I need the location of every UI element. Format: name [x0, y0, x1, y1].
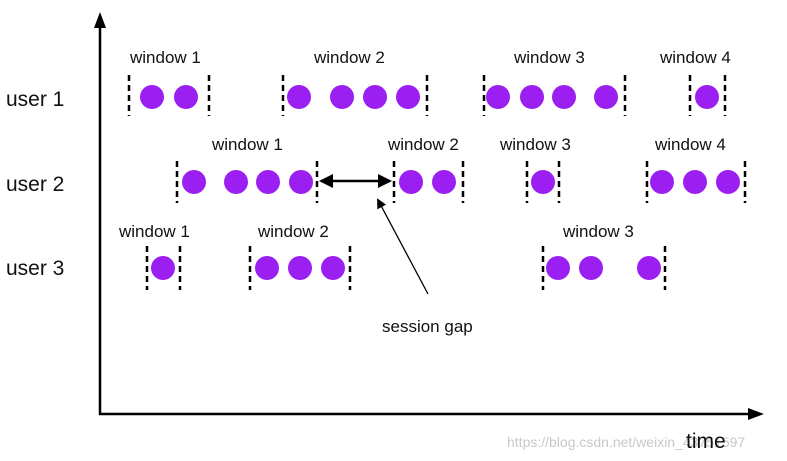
- u2-window-4-label: window 4: [654, 135, 726, 154]
- u1-window-3: [482, 75, 627, 116]
- row-label-user-3: user 3: [6, 257, 64, 280]
- event-dot: [486, 85, 510, 109]
- event-dot: [321, 256, 345, 280]
- y-axis-arrow-icon: [94, 12, 106, 28]
- event-dot: [255, 256, 279, 280]
- u3-window-2-label: window 2: [257, 222, 329, 241]
- session-gap-pointer: [377, 198, 429, 295]
- event-dot: [594, 85, 618, 109]
- arrow-left-icon: [319, 174, 333, 188]
- event-dot: [140, 85, 164, 109]
- event-dot: [256, 170, 280, 194]
- event-dot: [399, 170, 423, 194]
- event-dot: [546, 256, 570, 280]
- event-dot: [683, 170, 707, 194]
- event-dot: [151, 256, 175, 280]
- u2-window-3: [525, 161, 561, 203]
- u1-window-4: [688, 75, 727, 116]
- u2-window-1-label: window 1: [211, 135, 283, 154]
- event-dot: [224, 170, 248, 194]
- event-dot: [287, 85, 311, 109]
- event-dot: [396, 85, 420, 109]
- u1-window-2-label: window 2: [313, 48, 385, 67]
- u2-window-1: [175, 161, 319, 203]
- u2-window-2-label: window 2: [387, 135, 459, 154]
- event-dot: [520, 85, 544, 109]
- u3-window-3: [541, 246, 667, 290]
- u2-window-3-label: window 3: [499, 135, 571, 154]
- event-dot: [289, 170, 313, 194]
- event-dot: [695, 85, 719, 109]
- event-dot: [579, 256, 603, 280]
- u3-window-1: [145, 246, 182, 290]
- event-dot: [330, 85, 354, 109]
- session-gap-label: session gap: [382, 317, 473, 336]
- row-label-user-2: user 2: [6, 173, 64, 196]
- u1-window-1-label: window 1: [129, 48, 201, 67]
- u3-window-2: [248, 246, 352, 290]
- u1-window-4-label: window 4: [659, 48, 731, 67]
- u2-window-2: [392, 161, 465, 203]
- x-axis-label: time: [686, 430, 726, 453]
- u1-window-2: [281, 75, 429, 116]
- row-label-user-1: user 1: [6, 88, 64, 111]
- u1-window-3-label: window 3: [513, 48, 585, 67]
- event-dot: [716, 170, 740, 194]
- arrow-right-icon: [378, 174, 392, 188]
- u2-window-4: [645, 161, 747, 203]
- u3-window-1-label: window 1: [118, 222, 190, 241]
- event-dot: [182, 170, 206, 194]
- event-dot: [363, 85, 387, 109]
- u1-window-1: [127, 75, 211, 116]
- event-dot: [174, 85, 198, 109]
- event-dot: [531, 170, 555, 194]
- u3-window-3-label: window 3: [562, 222, 634, 241]
- event-dot: [637, 256, 661, 280]
- event-dot: [552, 85, 576, 109]
- x-axis-arrow-icon: [748, 408, 764, 420]
- event-dot: [432, 170, 456, 194]
- event-dot: [288, 256, 312, 280]
- watermark: https://blog.csdn.net/weixin_43751597: [507, 434, 745, 450]
- event-dot: [650, 170, 674, 194]
